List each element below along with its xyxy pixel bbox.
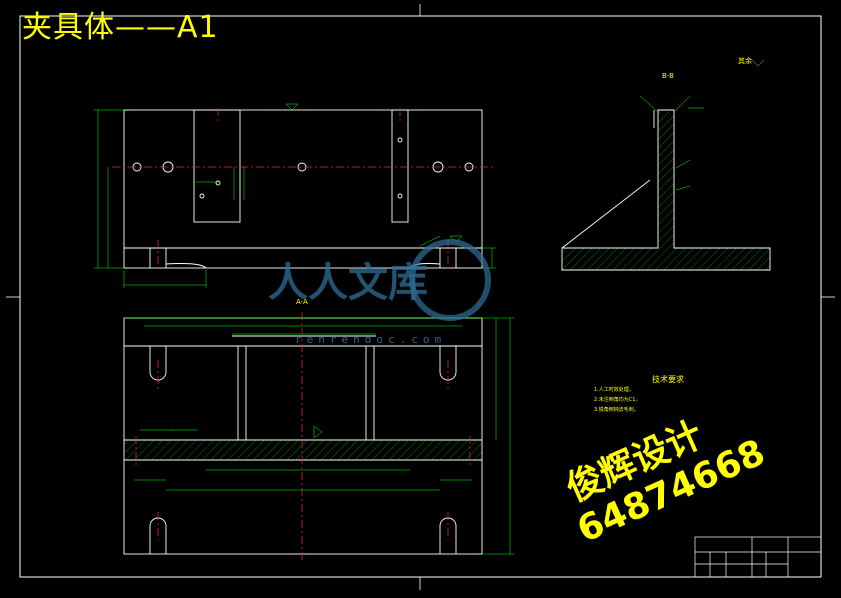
drawing-title: 夹具体——A1 — [22, 10, 219, 45]
top-view — [123, 109, 483, 269]
top-view-centerlines — [112, 108, 494, 272]
roughness-other-label: 其余 — [738, 57, 752, 65]
watermark-text: 人人文库 — [268, 260, 428, 306]
top-view-dimensions — [94, 103, 496, 288]
front-view-dimensions — [124, 317, 514, 555]
notes-line: 1.人工时效处理。 — [594, 387, 634, 393]
view-label: A-A — [296, 298, 308, 306]
notes-line: 3.锐角倒钝去毛刺。 — [594, 407, 639, 413]
front-view-hatch — [124, 112, 770, 460]
section-label: B-B — [662, 72, 674, 80]
front-view — [123, 317, 483, 555]
watermark-emblem — [409, 239, 491, 321]
sheet-border — [19, 15, 822, 578]
front-view-centerlines — [135, 312, 471, 560]
watermark-url: renrendoc.com — [295, 333, 447, 346]
section-view — [561, 109, 771, 271]
notes-title: 技术要求 — [652, 375, 684, 384]
notes-line: 2.未注倒角均为C1。 — [594, 397, 641, 403]
section-view-dimensions — [639, 59, 765, 191]
title-block — [694, 536, 822, 578]
